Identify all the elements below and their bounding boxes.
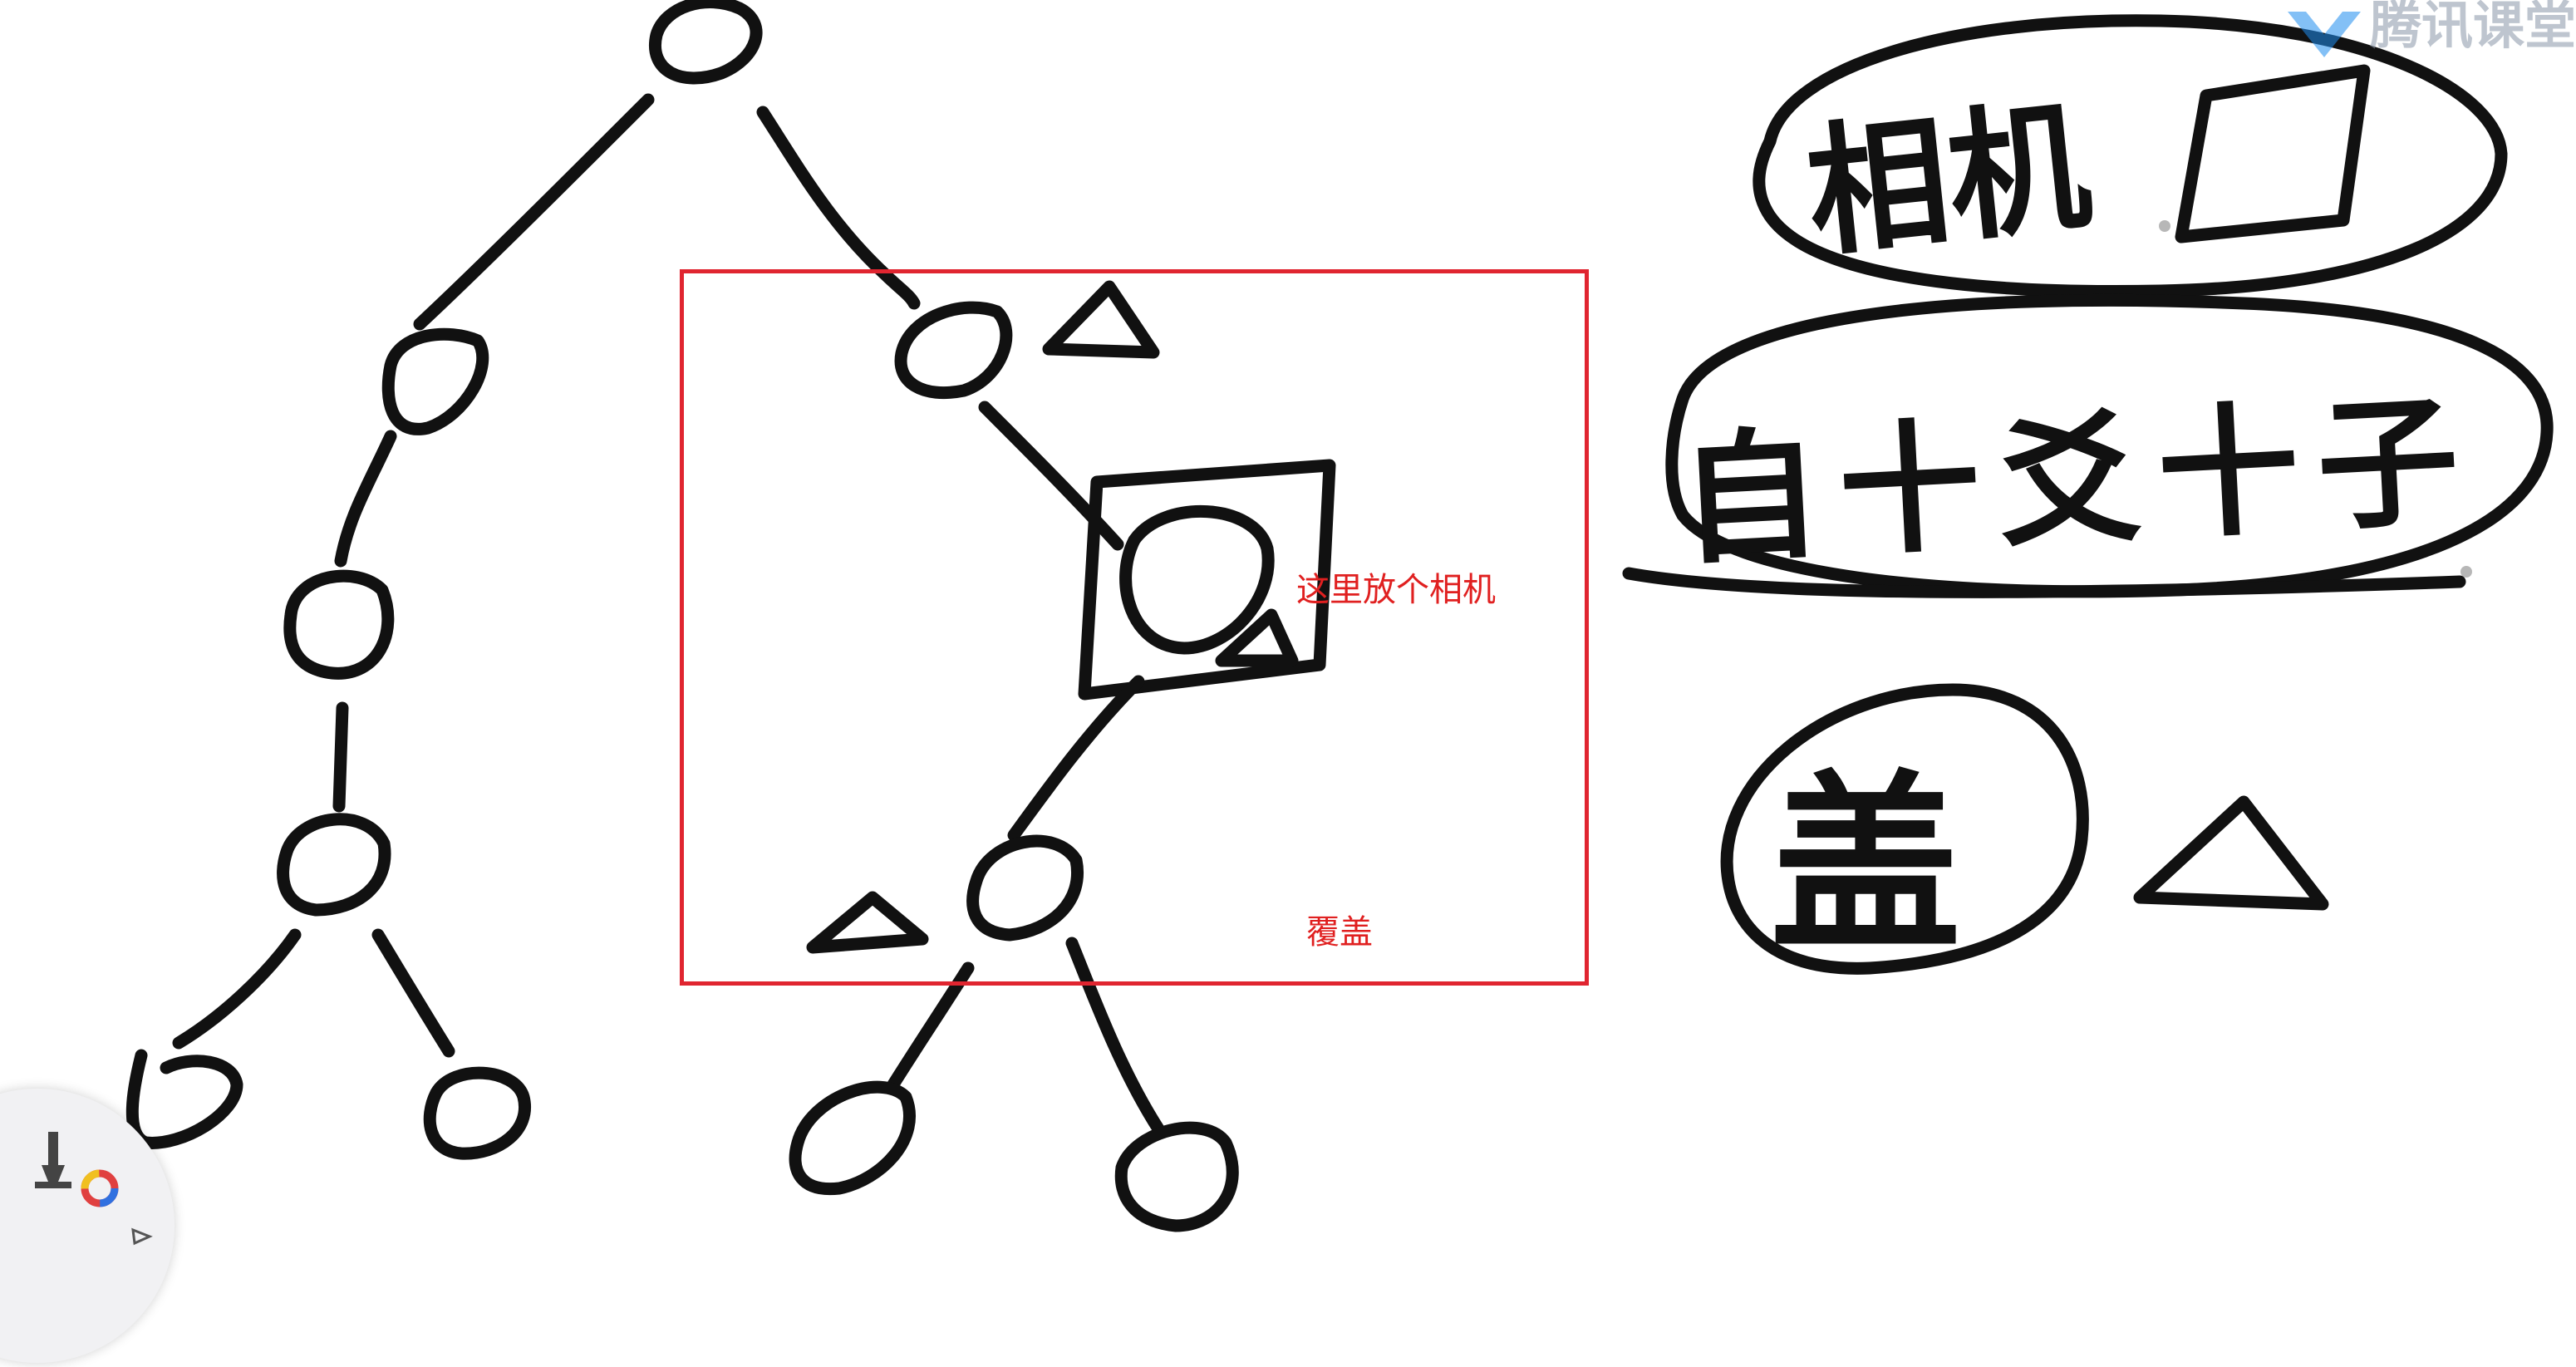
handwriting-self-cross-son: 自十爻十子: [1676, 378, 2481, 584]
stray-dot: [2159, 220, 2170, 232]
right-tree: [756, 106, 1336, 1232]
node-right-4: [789, 1080, 916, 1196]
tool-wheel[interactable]: [0, 1089, 175, 1363]
node-left-5: [423, 1066, 531, 1160]
ellipse-camera: [1753, 14, 2508, 298]
right-notes: 相机 自十爻十子 盖: [1622, 14, 2554, 976]
edge-left-3-5: [371, 928, 455, 1058]
selection-rectangle[interactable]: [680, 269, 1589, 986]
whiteboard-canvas[interactable]: 相机 自十爻十子 盖: [0, 0, 2576, 1243]
camera-box: [1078, 459, 1336, 701]
pen-icon[interactable]: [35, 1132, 71, 1188]
edge-root-left: [413, 93, 655, 331]
edge-left-1-2: [334, 430, 397, 568]
triangle-camera: [1215, 608, 1299, 667]
node-left-1: [381, 327, 489, 435]
edge-right-3-4: [887, 961, 975, 1091]
triangle-cover: [2133, 795, 2329, 911]
handwriting-cover: 盖: [1770, 755, 1961, 976]
node-camera: [1119, 505, 1275, 655]
node-left-3: [277, 813, 391, 917]
triangle-right-1: [1042, 280, 1160, 359]
stray-dot: [2460, 566, 2472, 578]
logo-text: 腾讯课堂: [2369, 0, 2576, 56]
watermark-logo: 腾讯课堂: [2279, 0, 2576, 66]
edge-right-3-5: [1065, 937, 1166, 1137]
ellipse-self-cross: [1665, 293, 2554, 598]
node-left-4: [125, 1049, 243, 1149]
node-right-1: [894, 301, 1013, 400]
annotation-camera-note: 这里放个相机: [1296, 571, 1496, 609]
node-root: [649, 0, 763, 85]
color-wheel-icon[interactable]: [81, 1169, 119, 1207]
edge-root-right: [756, 106, 921, 310]
node-right-3: [966, 834, 1084, 942]
circle-cover: [1720, 683, 2089, 975]
left-tree: [125, 0, 763, 1160]
pointer-icon[interactable]: [131, 1227, 153, 1246]
handwriting-camera: 相机: [1800, 84, 2098, 277]
edge-right-2-3: [1007, 675, 1145, 842]
logo-icon: [2287, 12, 2361, 57]
annotation-cover-note: 覆盖: [1306, 913, 1373, 951]
node-right-5: [1114, 1121, 1239, 1232]
square-camera: [2175, 64, 2371, 243]
triangle-right-3: [806, 891, 929, 954]
edge-left-3-4: [172, 928, 302, 1050]
edge-left-2-3: [332, 701, 349, 813]
underline-self-cross: [1622, 567, 2466, 598]
edge-right-1-2: [978, 401, 1124, 551]
node-left-2: [283, 569, 395, 680]
